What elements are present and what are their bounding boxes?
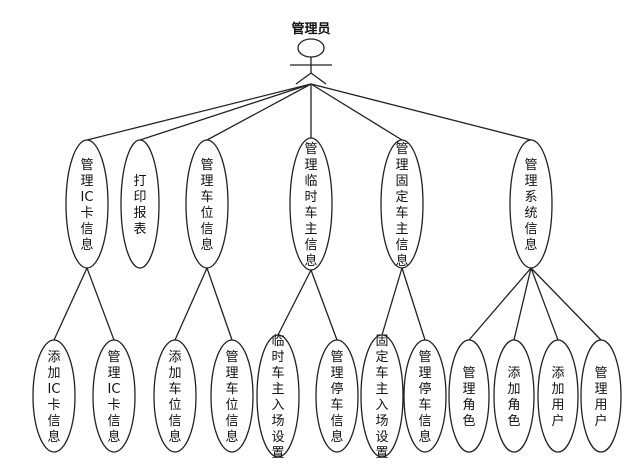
use-case-label: 打印报表: [133, 174, 146, 237]
use-case-c8: 管理停车信息: [403, 339, 447, 453]
use-case-ellipse: [509, 139, 553, 269]
edge-n6-to-c9: [468, 267, 532, 341]
edge-n5-to-c8: [401, 267, 426, 341]
use-case-label: 管理车位信息: [200, 158, 213, 253]
actor-head: [297, 38, 325, 58]
use-case-ellipse: [537, 339, 579, 453]
actor-admin: 管理员: [290, 21, 332, 85]
use-case-ellipse: [289, 137, 333, 271]
use-case-ellipse: [403, 339, 447, 453]
use-case-ellipse: [120, 139, 160, 269]
use-case-label: 临时车主入场设置: [271, 334, 284, 461]
use-case-label: 添加车位信息: [168, 350, 181, 445]
use-case-label: 管理临时车主信息: [304, 142, 317, 269]
use-case-label: 管理系统信息: [524, 158, 537, 253]
edge-n3-to-c4: [206, 267, 233, 341]
use-case-ellipse: [315, 339, 359, 453]
edge-actor-to-n1: [86, 83, 312, 141]
use-case-ellipse: [210, 339, 254, 453]
use-case-label: 管理固定车主信息: [395, 142, 408, 269]
use-case-c9: 管理角色: [448, 339, 490, 453]
use-case-label: 管理角色: [462, 366, 475, 429]
use-case-ellipse: [360, 334, 404, 458]
use-case-ellipse: [493, 339, 535, 453]
use-case-label: 管理停车信息: [330, 350, 343, 445]
use-case-c3: 添加车位信息: [153, 339, 197, 453]
use-case-c6: 管理停车信息: [315, 339, 359, 453]
use-case-c7: 固定车主入场设置: [360, 334, 404, 461]
use-case-ellipse: [448, 339, 490, 453]
use-case-c12: 管理用户: [580, 339, 622, 453]
use-case-n4: 管理临时车主信息: [289, 137, 333, 271]
use-case-ellipse: [92, 339, 136, 453]
actor-label: 管理员: [291, 21, 330, 37]
use-case-ellipse: [32, 339, 76, 453]
use-case-n3: 管理车位信息: [185, 139, 229, 269]
edge-n1-to-c1: [53, 267, 88, 341]
edge-n4-to-c5: [277, 269, 312, 336]
edge-actor-to-n2: [139, 83, 312, 141]
use-case-ellipse: [256, 334, 300, 458]
use-case-n2: 打印报表: [120, 139, 160, 269]
use-case-c10: 添加角色: [493, 339, 535, 453]
use-case-label: 管理车位信息: [225, 350, 238, 445]
edge-actor-to-n3: [206, 83, 312, 141]
actor-left-leg: [295, 72, 312, 85]
edge-n6-to-c10: [513, 267, 532, 341]
use-case-ellipse: [580, 339, 622, 453]
use-case-ellipse: [185, 139, 229, 269]
edge-n1-to-c2: [86, 267, 115, 341]
use-case-label: 添加角色: [507, 366, 520, 429]
use-case-c5: 临时车主入场设置: [256, 334, 300, 461]
use-case-n6: 管理系统信息: [509, 139, 553, 269]
edge-n4-to-c6: [310, 269, 338, 341]
edge-n3-to-c3: [174, 267, 208, 341]
edge-n5-to-c7: [381, 267, 403, 336]
edge-actor-to-n6: [310, 83, 532, 141]
use-case-ellipse: [65, 139, 109, 269]
use-case-ellipse: [380, 139, 424, 269]
use-case-label: 管理停车信息: [418, 350, 431, 445]
edge-n6-to-c11: [530, 267, 559, 341]
use-case-n5: 管理固定车主信息: [380, 139, 424, 269]
use-case-ellipse: [153, 339, 197, 453]
use-case-label: 添加用户: [551, 366, 564, 429]
use-case-label: 固定车主入场设置: [375, 334, 388, 461]
use-case-label: 管理用户: [594, 366, 607, 429]
edge-actor-to-n5: [310, 83, 403, 141]
edge-n6-to-c12: [530, 267, 602, 341]
actor-right-leg: [310, 72, 327, 85]
connector-lines: [53, 83, 602, 341]
use-case-c11: 添加用户: [537, 339, 579, 453]
use-case-c4: 管理车位信息: [210, 339, 254, 453]
